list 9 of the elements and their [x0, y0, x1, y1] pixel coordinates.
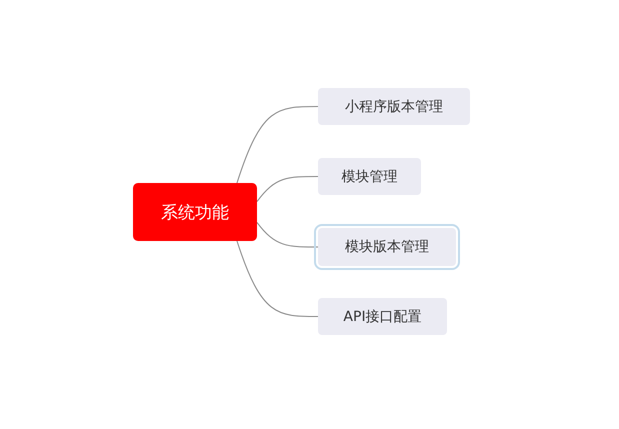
subtopic-box: 小程序版本管理 [318, 88, 470, 125]
subtopic-box: API接口配置 [318, 298, 447, 335]
connector-line [256, 222, 318, 248]
subtopic-box: 模块版本管理 [318, 228, 456, 266]
connector-line [236, 240, 318, 317]
connector-line [256, 176, 318, 202]
topic-box: 系统功能 [133, 183, 257, 241]
subtopic-box: 模块管理 [318, 158, 421, 195]
connector-line [236, 106, 318, 184]
